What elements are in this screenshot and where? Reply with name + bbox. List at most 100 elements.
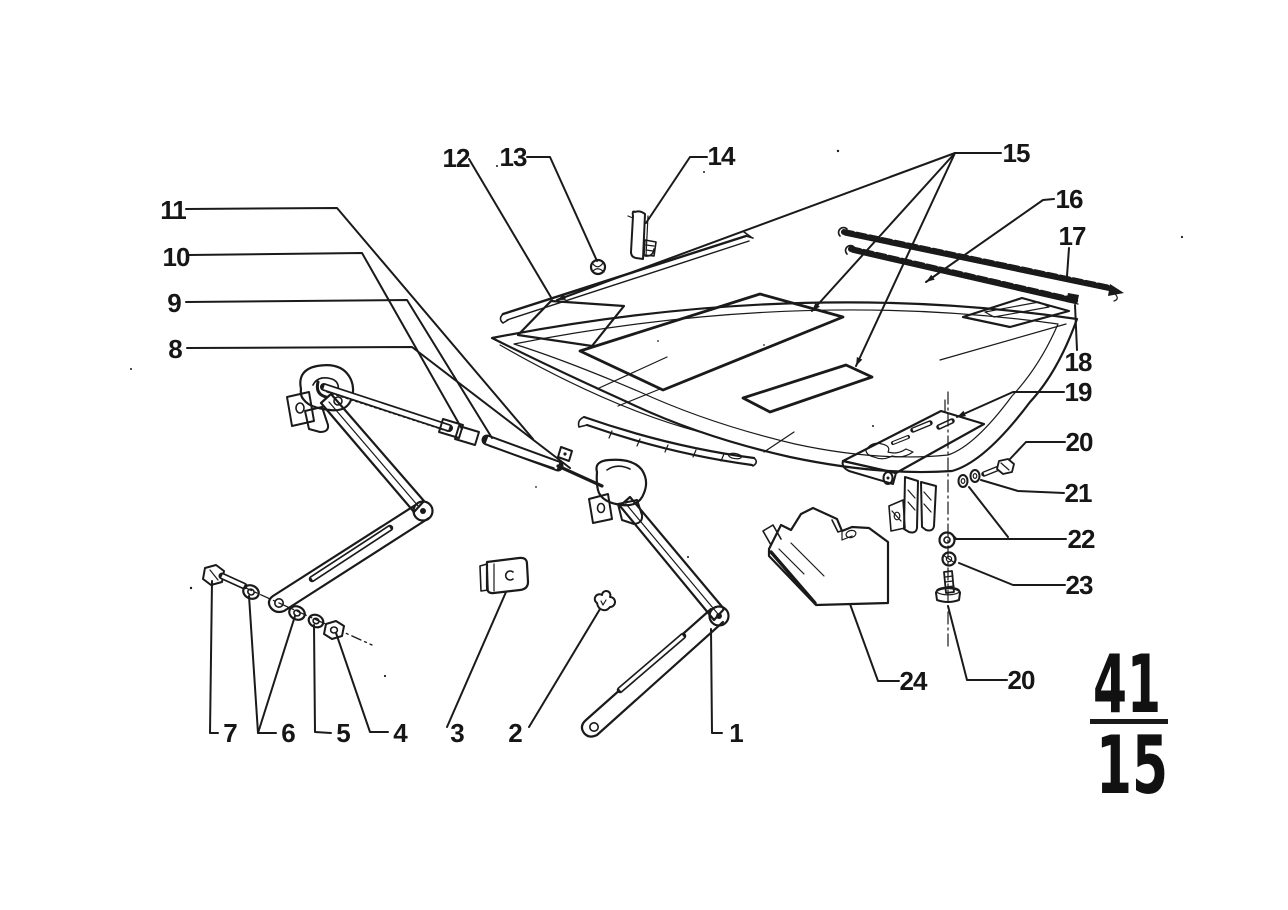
bolt-7 — [202, 564, 248, 590]
insulation-pads — [516, 292, 1071, 414]
callout-24-23: 24 — [849, 603, 929, 696]
leader-line-8 — [186, 346, 571, 469]
leader-line-4 — [335, 632, 389, 733]
leader-line-22 — [968, 486, 1009, 538]
bolt-20-lower — [935, 570, 961, 603]
buffer-3 — [479, 556, 530, 595]
pivot-hardware-row — [202, 564, 373, 646]
sheet-group-number: 41 — [1093, 638, 1161, 731]
callout-number-3: 3 — [450, 718, 464, 748]
callout-11-10: 11 — [160, 195, 534, 440]
leader-line-6 — [257, 615, 296, 734]
leader-line-23 — [958, 562, 1066, 586]
leader-arrowhead-16 — [926, 274, 935, 282]
callout-23-22: 23 — [958, 562, 1094, 600]
trim-strip-17 — [837, 226, 1124, 302]
leader-line-17 — [1066, 247, 1070, 277]
hinge-arm-lower-right — [580, 607, 725, 738]
rod-coupler — [438, 418, 480, 446]
leader-line-20 — [947, 605, 1008, 681]
callout-6-5: 6 — [248, 595, 296, 748]
leader-arrowhead-15 — [557, 294, 566, 300]
leader-line-13 — [526, 156, 598, 262]
callout-number-21: 21 — [1065, 478, 1092, 508]
washer-21 — [969, 469, 981, 483]
lock-washer-23 — [941, 551, 957, 567]
leader-line-19 — [956, 391, 1065, 418]
hinge-bracket-left — [286, 364, 355, 433]
hinge-arm-lower-left — [267, 502, 431, 614]
leader-line-2 — [528, 608, 601, 728]
latch-bracket-19 — [841, 399, 986, 534]
callout-9-8: 9 — [167, 288, 493, 439]
leader-line-15 — [855, 152, 956, 367]
callout-13-12: 13 — [500, 142, 598, 262]
callout-number-20: 20 — [1066, 427, 1093, 457]
callout-number-14: 14 — [708, 141, 736, 171]
hinge-left — [267, 364, 648, 614]
washer-22-lower — [938, 531, 957, 549]
leader-line-10 — [188, 252, 463, 430]
callout-4-3: 4 — [335, 632, 409, 748]
scan-noise — [130, 149, 1184, 678]
latch-support-leg — [888, 476, 937, 534]
gas-strut-cylinder — [481, 434, 564, 472]
callout-5-4: 5 — [313, 624, 351, 748]
leader-line-1 — [710, 628, 723, 734]
clip-18 — [1066, 293, 1079, 304]
callout-21-20: 21 — [980, 478, 1093, 508]
callout-22-21: 22 — [954, 486, 1096, 554]
front-lip-channel — [577, 415, 758, 467]
nut-4 — [323, 620, 345, 640]
sheet-number: 41 15 — [1090, 638, 1168, 812]
callout-14-13: 14 — [645, 141, 737, 224]
leader-line-14 — [645, 156, 708, 224]
leader-line-15 — [811, 152, 956, 312]
leader-line-12 — [468, 158, 553, 300]
hood-panel — [490, 301, 1079, 474]
callout-number-2: 2 — [508, 718, 522, 748]
callout-number-23: 23 — [1066, 570, 1093, 600]
washer-5 — [307, 613, 325, 629]
leader-arrowhead-15 — [812, 302, 820, 311]
hinge-elbow-left — [412, 500, 434, 522]
callout-number-13: 13 — [500, 142, 527, 172]
latch-hardware — [935, 391, 1015, 649]
callout-10-9: 10 — [163, 242, 463, 430]
callout-number-11: 11 — [160, 195, 186, 225]
callout-number-19: 19 — [1065, 377, 1092, 407]
callout-18-17: 18 — [1065, 304, 1093, 377]
callout-number-15: 15 — [1003, 138, 1030, 168]
callout-12-11: 12 — [443, 143, 553, 300]
callout-16-15: 16 — [925, 184, 1084, 283]
hook-bracket-14 — [627, 210, 657, 260]
callout-number-20: 20 — [1008, 665, 1035, 695]
callout-2-1: 2 — [508, 608, 601, 748]
hinge-elbow-right — [708, 605, 730, 627]
leader-line-9 — [185, 299, 493, 439]
leader-line-7 — [209, 580, 219, 734]
leader-line-3 — [446, 591, 507, 728]
callout-number-18: 18 — [1065, 347, 1092, 377]
leader-line-16 — [925, 198, 1055, 283]
sheet-fraction-bar — [1090, 719, 1168, 724]
callout-1-0: 1 — [710, 628, 744, 748]
callout-number-22: 22 — [1068, 524, 1095, 554]
leader-line-20 — [1009, 441, 1066, 460]
leader-line-18 — [1074, 304, 1078, 351]
callout-number-5: 5 — [336, 718, 350, 748]
callout-number-9: 9 — [167, 288, 181, 318]
callout-number-7: 7 — [223, 718, 237, 748]
washer-22-upper — [957, 474, 969, 488]
callout-number-8: 8 — [168, 334, 182, 364]
leader-line-21 — [980, 479, 1065, 494]
callout-number-24: 24 — [900, 666, 928, 696]
torsion-rod — [320, 383, 453, 433]
callout-number-16: 16 — [1056, 184, 1083, 214]
leader-arrowhead-15 — [856, 357, 863, 366]
circlip — [557, 446, 573, 462]
callout-number-10: 10 — [163, 242, 190, 272]
callout-19-18: 19 — [956, 377, 1093, 418]
leader-line-11 — [185, 207, 534, 440]
